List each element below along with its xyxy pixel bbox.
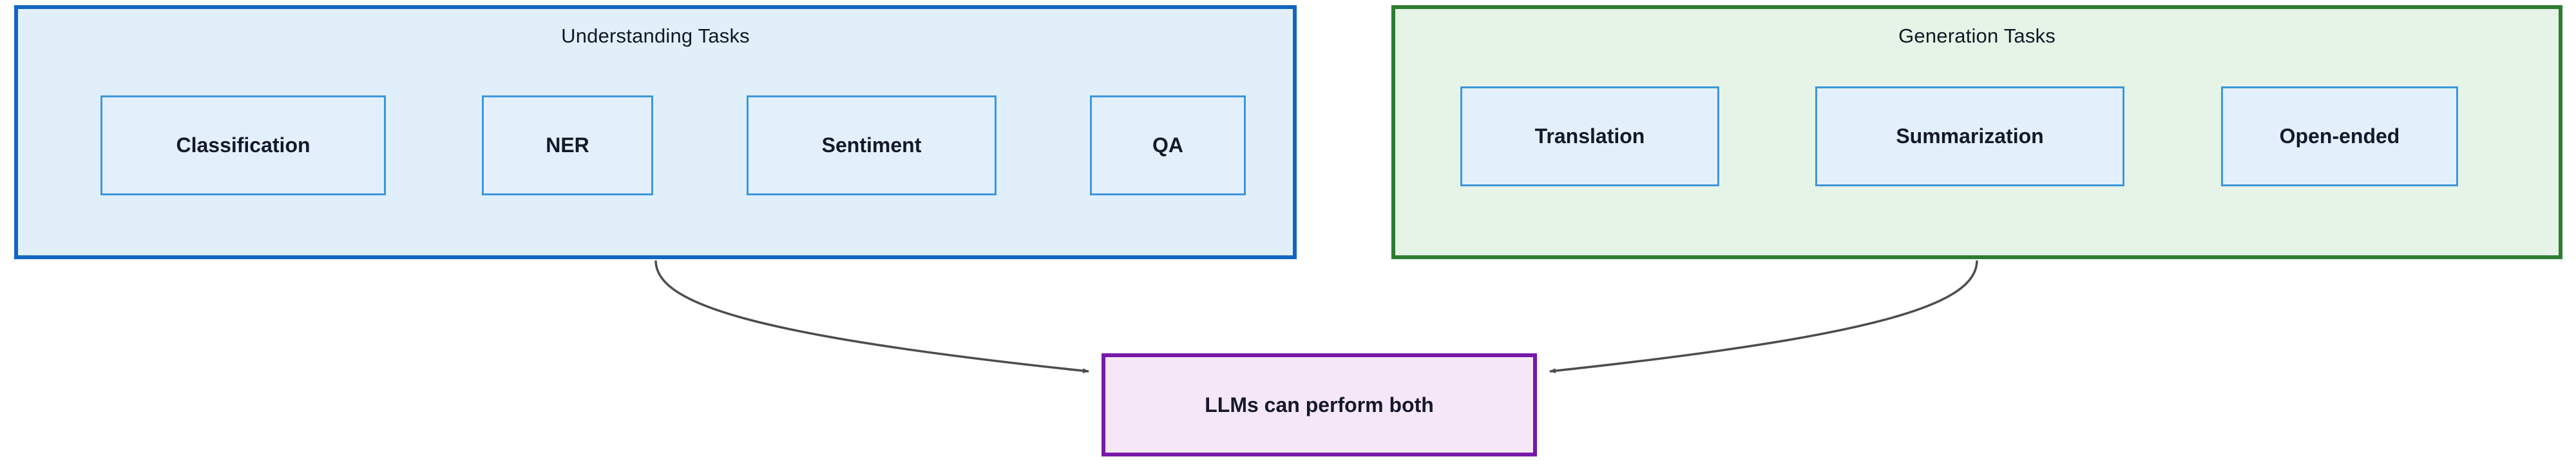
node-llms-can-perform-both[interactable]: LLMs can perform both xyxy=(1102,353,1537,456)
group-generation-title: Generation Tasks xyxy=(1898,24,2056,47)
group-understanding-tasks[interactable]: Understanding Tasks Classification NER S… xyxy=(14,5,1297,259)
node-summarization-label: Summarization xyxy=(1896,124,2044,148)
node-qa-label: QA xyxy=(1152,133,1183,157)
node-ner-label: NER xyxy=(546,133,589,157)
node-llms-can-perform-both-label: LLMs can perform both xyxy=(1205,393,1434,416)
node-summarization[interactable]: Summarization xyxy=(1815,86,2124,186)
node-qa[interactable]: QA xyxy=(1090,95,1246,195)
node-sentiment[interactable]: Sentiment xyxy=(747,95,997,195)
node-classification[interactable]: Classification xyxy=(100,95,386,195)
node-ner[interactable]: NER xyxy=(482,95,653,195)
connector-understanding-to-outcome xyxy=(654,260,1089,374)
node-open-ended-label: Open-ended xyxy=(2279,124,2400,148)
node-classification-label: Classification xyxy=(176,133,310,157)
connector-generation-to-outcome xyxy=(1549,260,1978,374)
node-translation-label: Translation xyxy=(1534,124,1645,148)
group-understanding-title: Understanding Tasks xyxy=(561,24,750,47)
node-sentiment-label: Sentiment xyxy=(821,133,922,157)
node-translation[interactable]: Translation xyxy=(1460,86,1719,186)
node-open-ended[interactable]: Open-ended xyxy=(2221,86,2458,186)
